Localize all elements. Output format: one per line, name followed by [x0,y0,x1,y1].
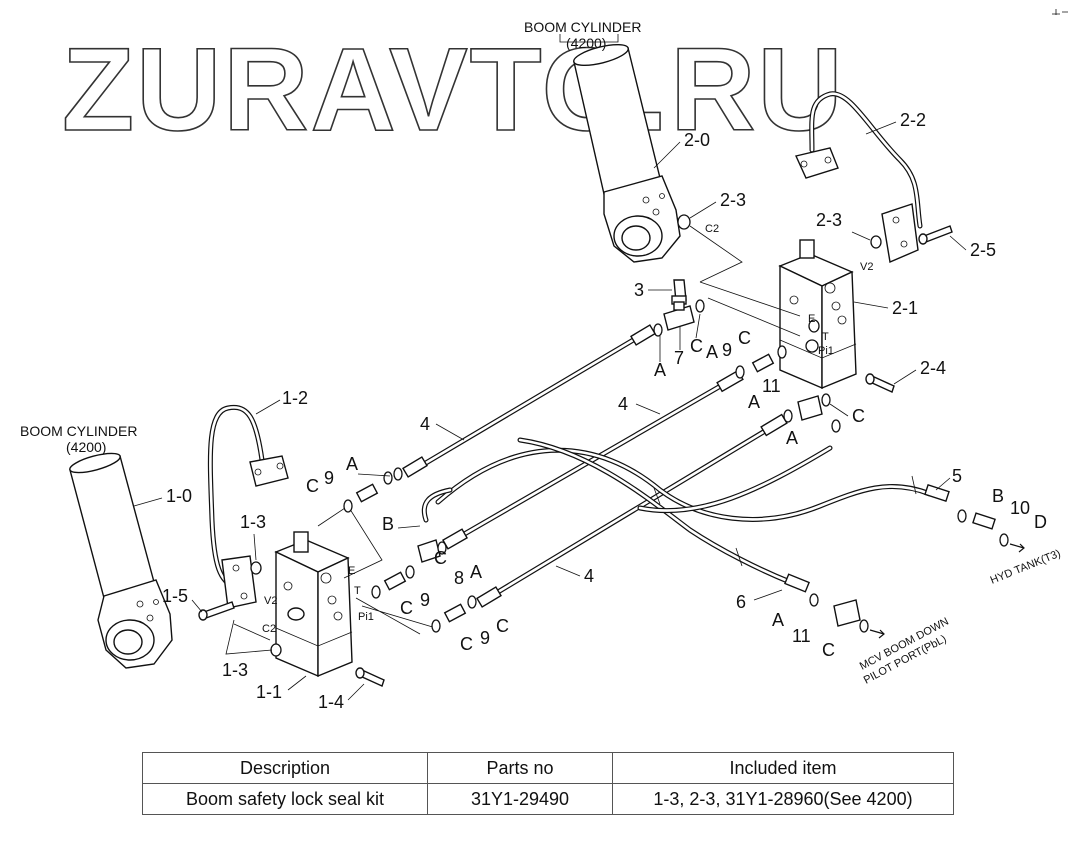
callout-1-0: 1-0 [166,486,192,506]
callout-11-bottom: 11 [792,626,811,646]
tee-7 [663,301,695,331]
port-v2-bot: V2 [264,595,277,607]
callout-c-low2: C [496,616,509,636]
seal-kit-table: Description Parts no Included item Boom … [142,752,954,815]
table-header-row: Description Parts no Included item [142,752,954,784]
table-row: Boom safety lock seal kit 31Y1-29490 1-3… [142,783,954,815]
port-v2-top: V2 [860,261,873,273]
callout-b-right: B [992,486,1004,506]
cylinder-left-name: BOOM CYLINDER [20,423,137,439]
callout-7: 7 [674,348,684,368]
o-ring-1-3-left [250,561,262,575]
port-pi1-bot: Pi1 [358,611,374,623]
callout-9-left: 9 [324,468,334,488]
cylinder-left-sub: (4200) [66,439,106,455]
callout-5: 5 [952,466,962,486]
hose-4-middle [442,369,744,550]
callout-9-v: 9 [722,340,732,360]
pipe-2-2 [795,91,923,263]
o-ring-a-7 [653,323,663,337]
callout-d: D [1034,512,1047,532]
col-description: Description [142,752,428,784]
callout-6: 6 [736,592,746,612]
callout-a-mid: A [470,562,482,582]
boom-cylinder-top [573,43,681,263]
callout-1-5: 1-5 [162,586,188,606]
callout-a-top: A [654,360,666,380]
col-parts-no: Parts no [427,752,613,784]
callout-a-11b: A [786,428,798,448]
callout-2-5: 2-5 [970,240,996,260]
o-ring-2-3-top [677,214,691,230]
callout-c-6: C [822,640,835,660]
dest-hyd-tank: HYD TANK(T3) [989,548,1063,587]
callout-8: 8 [454,568,464,588]
cell-parts-no: 31Y1-29490 [427,783,613,815]
hose-5 [435,447,950,522]
callout-2-0: 2-0 [684,130,710,150]
cylinder-top-sub: (4200) [566,35,606,51]
callout-1-4: 1-4 [318,692,344,712]
o-ring-c-7 [695,299,705,313]
callout-a-left: A [346,454,358,474]
callout-1-3-bottom: 1-3 [222,660,248,680]
port-c2-bot: C2 [262,623,276,635]
boom-cylinder-left [69,452,173,669]
callout-4-lower: 4 [584,566,594,586]
port-e-bot: E [348,565,355,577]
callout-a-v: A [706,342,718,362]
cylinder-top-name: BOOM CYLINDER [524,19,641,35]
fitting-3 [671,279,687,305]
port-c2-top: C2 [705,223,719,235]
hose-4-lower [476,413,788,608]
callout-11-top: 11 [762,376,781,396]
cell-included-item: 1-3, 2-3, 31Y1-28960(See 4200) [612,783,954,815]
callout-1-1: 1-1 [256,682,282,702]
col-included-item: Included item [612,752,954,784]
callout-c-11: C [852,406,865,426]
callout-2-2: 2-2 [900,110,926,130]
callout-b-left: B [382,514,394,534]
port-t-top: T [822,331,829,343]
hose-6 [517,437,833,593]
callout-c-top: C [690,336,703,356]
pipe-1-2 [207,404,289,609]
callout-3: 3 [634,280,644,300]
bolt-2-4 [865,373,895,393]
port-pi1-top: Pi1 [818,345,834,357]
o-ring-2-3-right [870,235,882,249]
bolt-1-5 [198,601,235,621]
hose-4-upper [402,324,656,478]
fittings-cluster [343,345,1025,639]
callout-10: 10 [1010,498,1030,518]
callout-c-mid2: C [400,598,413,618]
callout-a-11: A [748,392,760,412]
valve-block-2-1 [778,239,857,390]
valve-block-1-1 [274,531,353,678]
port-t-bot: T [354,585,361,597]
bolt-1-4 [355,667,385,687]
corner-mark [1052,9,1068,15]
callout-2-1: 2-1 [892,298,918,318]
callout-c-left: C [306,476,319,496]
callout-a-6: A [772,610,784,630]
callout-2-4: 2-4 [920,358,946,378]
callout-c-v: C [738,328,751,348]
callout-1-3-top: 1-3 [240,512,266,532]
callout-4-upper: 4 [420,414,430,434]
callout-9-low: 9 [480,628,490,648]
cell-description: Boom safety lock seal kit [142,783,428,815]
callout-c-mid: C [434,548,447,568]
callout-2-3-right: 2-3 [816,210,842,230]
bolt-2-5 [918,225,953,245]
callout-1-2: 1-2 [282,388,308,408]
o-ring-1-3-bottom [270,643,282,657]
callout-2-3-top: 2-3 [720,190,746,210]
callout-9-mid: 9 [420,590,430,610]
port-e-top: E [808,313,815,325]
callout-c-low: C [460,634,473,654]
callout-4-middle: 4 [618,394,628,414]
watermark: ZURAVTO.RU [62,24,845,156]
